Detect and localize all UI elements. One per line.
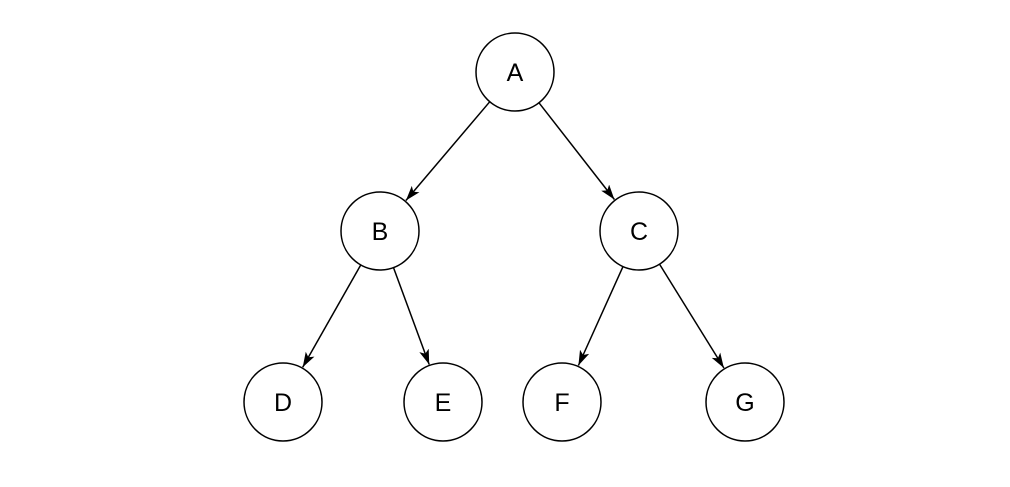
node-circle-F bbox=[522, 362, 602, 442]
node-circle-B bbox=[340, 191, 420, 271]
node-label-E: E bbox=[435, 389, 452, 417]
node-A: A bbox=[475, 32, 555, 112]
node-circle-D bbox=[243, 362, 323, 442]
nodes-layer: A B C D E F G bbox=[243, 32, 785, 442]
node-C: C bbox=[599, 191, 679, 271]
edge-B-D bbox=[302, 264, 362, 368]
node-G: G bbox=[705, 362, 785, 442]
edge-A-C bbox=[538, 102, 615, 200]
edges-layer bbox=[302, 101, 725, 369]
node-circle-C bbox=[599, 191, 679, 271]
node-D: D bbox=[243, 362, 323, 442]
edge-C-F bbox=[577, 266, 624, 366]
node-B: B bbox=[340, 191, 420, 271]
node-F: F bbox=[522, 362, 602, 442]
edge-C-G bbox=[658, 263, 725, 369]
node-circle-G bbox=[705, 362, 785, 442]
node-label-B: B bbox=[372, 218, 389, 246]
node-E: E bbox=[403, 362, 483, 442]
edge-B-E bbox=[392, 267, 430, 365]
node-label-D: D bbox=[274, 389, 292, 417]
edge-A-B bbox=[405, 101, 491, 201]
node-label-F: F bbox=[554, 389, 569, 417]
node-label-A: A bbox=[507, 59, 524, 87]
node-label-C: C bbox=[630, 218, 648, 246]
node-label-G: G bbox=[735, 389, 754, 417]
node-circle-A bbox=[475, 32, 555, 112]
node-circle-E bbox=[403, 362, 483, 442]
